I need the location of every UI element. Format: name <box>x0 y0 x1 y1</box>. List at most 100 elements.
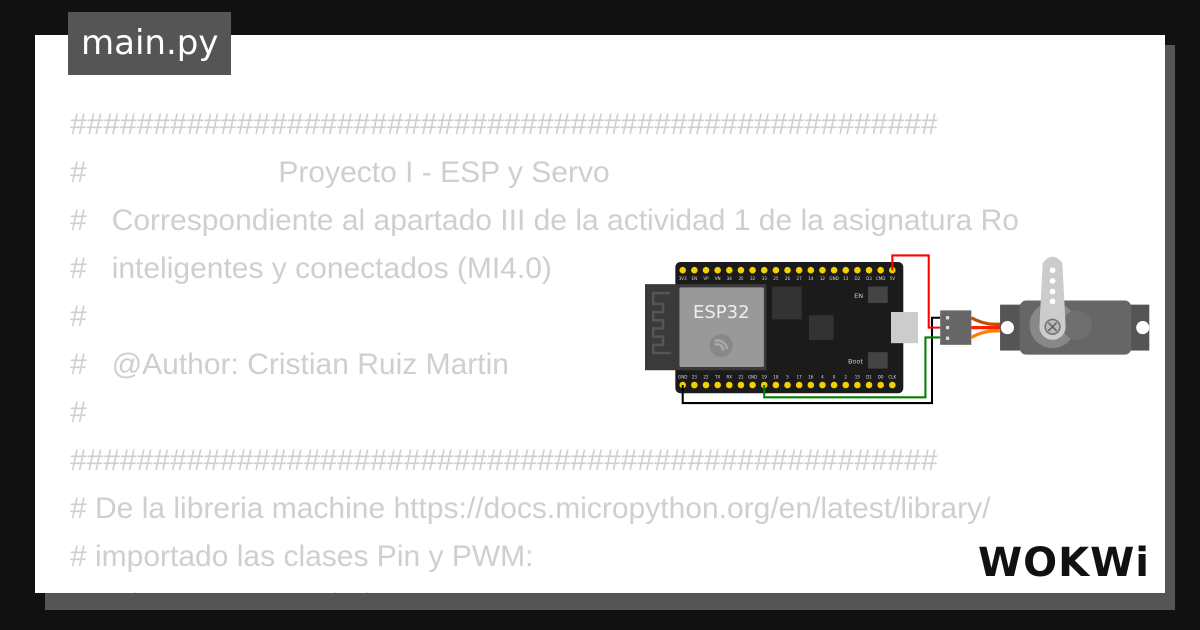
pin-label: D0 <box>878 374 884 379</box>
board-label: ESP32 <box>693 302 750 323</box>
code-line: ########################################… <box>70 108 938 141</box>
pin-25[interactable] <box>772 266 780 274</box>
usb-port[interactable] <box>891 312 919 344</box>
servo-lead-brown <box>970 316 1017 326</box>
pin-22[interactable] <box>702 381 710 389</box>
pin-gnd[interactable] <box>749 381 756 389</box>
file-tab[interactable]: main.py <box>68 12 232 75</box>
pin-21[interactable] <box>737 381 745 389</box>
pin-33[interactable] <box>760 266 768 274</box>
pin-18[interactable] <box>772 381 780 389</box>
pin-label: 33 <box>762 276 768 281</box>
pin-label: 5 <box>786 374 789 379</box>
pin-23[interactable] <box>691 381 698 389</box>
pin-rx[interactable] <box>726 381 733 389</box>
pin-label: EN <box>692 276 698 281</box>
pin-en[interactable] <box>691 266 698 274</box>
pin-label: GND <box>678 374 687 379</box>
wire-power[interactable] <box>891 254 941 329</box>
pin-label: 22 <box>703 374 709 379</box>
espressif-icon <box>709 334 733 358</box>
pin-vp[interactable] <box>702 266 710 274</box>
pin-label: 2 <box>844 374 847 379</box>
pin-label: VP <box>703 276 709 281</box>
pin-2[interactable] <box>842 381 850 389</box>
pin-label: 4 <box>821 374 824 379</box>
pin-12[interactable] <box>819 266 826 274</box>
pin-clk[interactable] <box>889 381 896 389</box>
code-line: # @Author: Cristian Ruiz Martin <box>70 348 509 381</box>
pin-d0[interactable] <box>877 381 884 389</box>
pin-gnd[interactable] <box>830 266 838 274</box>
boot-button[interactable] <box>868 352 888 369</box>
code-line: # Proyecto I - ESP y Servo <box>70 156 610 189</box>
pin-5v[interactable] <box>889 266 896 274</box>
pin-label: RX <box>726 374 732 379</box>
wire-gnd[interactable] <box>681 316 941 405</box>
pin-label: 17 <box>797 374 803 379</box>
pin-label: 18 <box>773 374 779 379</box>
code-line: ########################################… <box>70 444 938 477</box>
servo-connector[interactable] <box>940 310 972 345</box>
servo-lead-orange <box>970 329 1017 339</box>
pin-label: GND <box>829 276 838 281</box>
pin-vn[interactable] <box>714 266 721 274</box>
pin-tx[interactable] <box>714 381 721 389</box>
pin-label: VN <box>715 276 721 281</box>
pin-d2[interactable] <box>854 266 861 274</box>
pin-label: D2 <box>854 276 860 281</box>
pin-label: 19 <box>762 374 768 379</box>
pin-27[interactable] <box>795 266 803 274</box>
code-line: # importado las clases Pin y PWM: <box>70 540 534 573</box>
pin-32[interactable] <box>749 266 756 274</box>
pin-17[interactable] <box>795 381 803 389</box>
pin-d1[interactable] <box>865 381 873 389</box>
pin-label: 27 <box>797 276 803 281</box>
code-line: # Correspondiente al apartado III de la … <box>70 204 1019 237</box>
chip <box>809 315 834 340</box>
pin-13[interactable] <box>842 266 850 274</box>
code-line: # De la libreria machine https://docs.mi… <box>70 492 991 525</box>
pin-label: 34 <box>727 276 733 281</box>
pin-34[interactable] <box>726 266 733 274</box>
module-shield <box>679 287 764 367</box>
regulator <box>772 286 802 320</box>
pin-label: 16 <box>808 374 814 379</box>
pin-label: 35 <box>738 276 744 281</box>
servo-motor[interactable] <box>940 256 1150 355</box>
pin-label: 23 <box>692 374 698 379</box>
pin-label: 26 <box>785 276 791 281</box>
wokwi-logo: WOKWi <box>978 540 1150 586</box>
pin-0[interactable] <box>830 381 838 389</box>
pin-label: D3 <box>866 276 872 281</box>
code-line: # Pin de los GPIO <box>70 581 485 593</box>
pin-label: D1 <box>866 374 872 379</box>
en-button[interactable] <box>868 286 888 303</box>
antenna-trace <box>651 291 672 355</box>
pin-label: 25 <box>773 276 779 281</box>
pin-label: 5V <box>890 276 896 281</box>
pin-4[interactable] <box>819 381 826 389</box>
pin-3v3[interactable] <box>679 266 686 274</box>
boot-label: Boot <box>848 358 864 366</box>
pin-16[interactable] <box>807 381 815 389</box>
pin-35[interactable] <box>737 266 745 274</box>
pin-26[interactable] <box>784 266 791 274</box>
pin-label: 14 <box>808 276 814 281</box>
en-label: EN <box>854 292 863 300</box>
code-line: # inteligentes y conectados (MI4.0) <box>70 252 552 285</box>
preview-panel: ########################################… <box>35 35 1165 593</box>
wire-signal[interactable] <box>763 336 941 399</box>
pin-cmd[interactable] <box>877 266 884 274</box>
pin-14[interactable] <box>807 266 815 274</box>
pin-d3[interactable] <box>865 266 873 274</box>
pin-label: 13 <box>843 276 849 281</box>
pin-5[interactable] <box>784 381 791 389</box>
pin-label: 32 <box>750 276 756 281</box>
pin-label: 3V3 <box>679 276 687 281</box>
code-editor: ########################################… <box>70 35 1165 593</box>
pin-15[interactable] <box>854 381 861 389</box>
pin-label: CMD <box>876 276 886 281</box>
